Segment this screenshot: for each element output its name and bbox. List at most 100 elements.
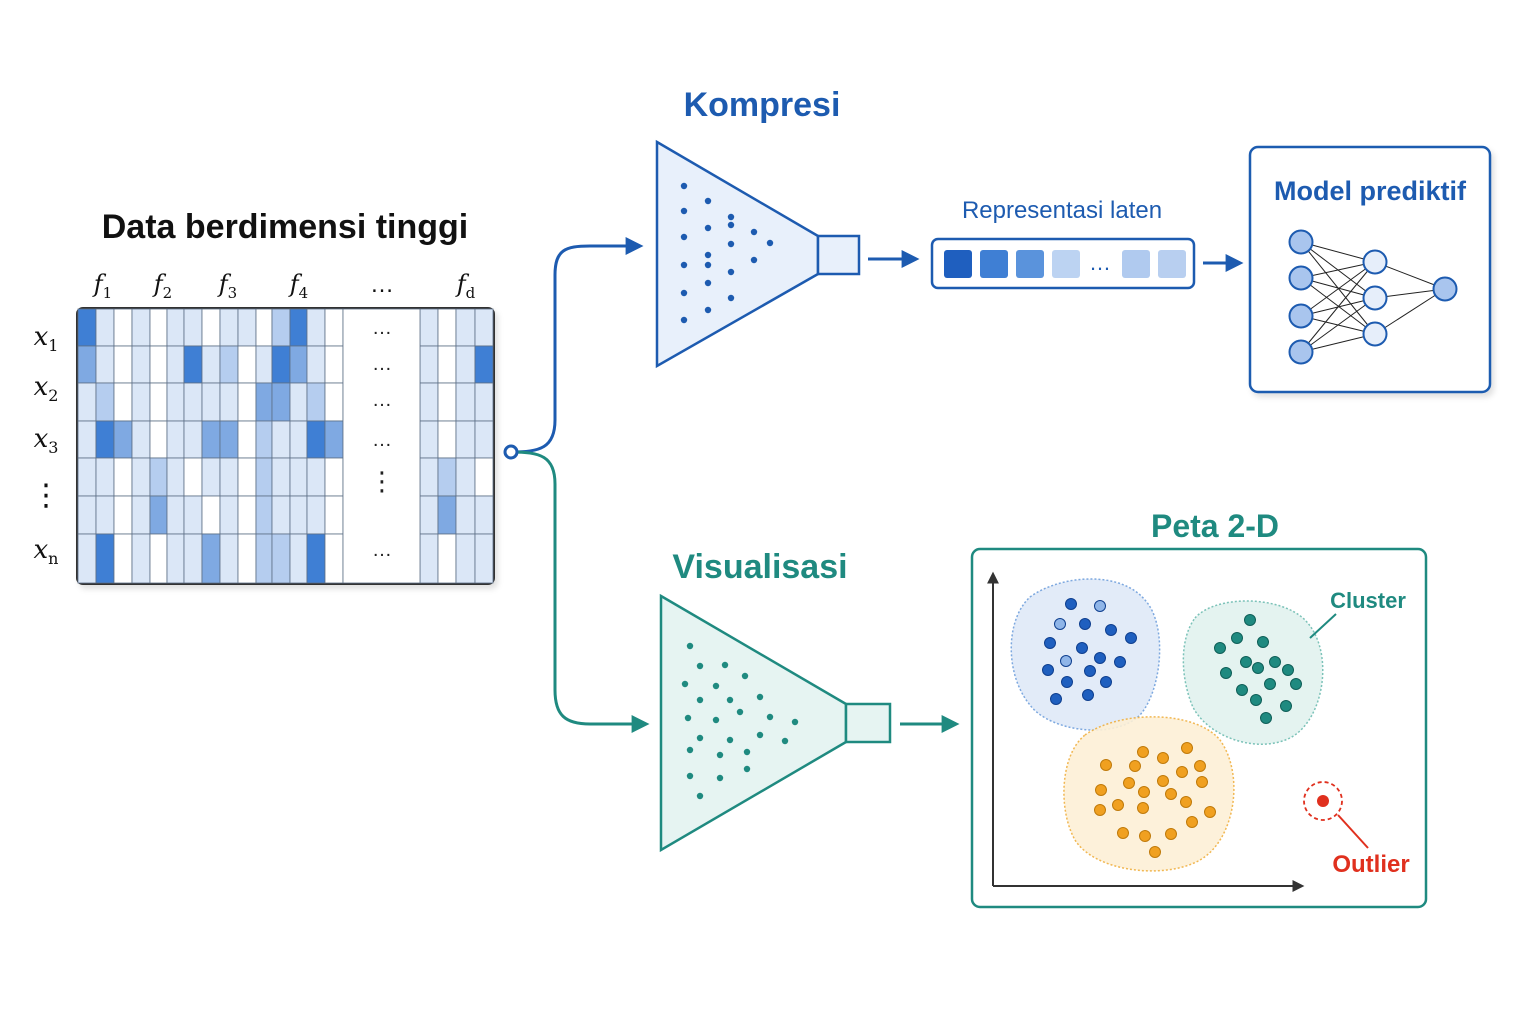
matrix-cell	[437, 382, 457, 422]
matrix-cell	[455, 308, 476, 347]
matrix-cell	[95, 308, 115, 347]
funnel-point	[680, 261, 688, 269]
nn-node	[1362, 321, 1388, 347]
cluster-point	[1084, 665, 1096, 677]
matrix-cell	[201, 345, 221, 384]
funnel-point	[791, 718, 799, 726]
matrix-cell	[324, 382, 344, 422]
map-title: Peta 2-D	[1151, 508, 1279, 544]
matrix-cell	[289, 495, 308, 535]
matrix-cell	[324, 420, 344, 459]
nn-edge	[1374, 261, 1446, 290]
matrix-cell	[183, 420, 203, 459]
matrix-cell	[474, 457, 494, 497]
matrix-cell	[237, 382, 257, 422]
funnel-point	[704, 279, 712, 287]
cluster-point	[1079, 618, 1091, 630]
cluster-point	[1269, 656, 1281, 668]
cluster-pointer	[1309, 613, 1337, 639]
compress-funnel-points	[680, 182, 774, 324]
row-label: x2	[34, 372, 59, 405]
nn-edge	[1300, 261, 1376, 279]
matrix-cell	[149, 533, 168, 584]
cluster-point	[1094, 600, 1106, 612]
row-label: x1	[34, 322, 59, 355]
matrix-cell	[131, 457, 151, 497]
matrix-cell	[271, 308, 291, 347]
cluster-point	[1100, 676, 1112, 688]
latent-cell	[1158, 250, 1186, 278]
cluster-point	[1125, 632, 1137, 644]
data-matrix-cells	[77, 308, 494, 584]
matrix-cell	[183, 495, 203, 535]
matrix-cell	[271, 345, 291, 384]
matrix-cell	[77, 308, 97, 347]
feature-label: f2	[152, 270, 172, 302]
matrix-cell	[289, 382, 308, 422]
matrix-cell	[271, 420, 291, 459]
nn-node	[1288, 303, 1314, 329]
cluster-point	[1252, 662, 1264, 674]
matrix-cell	[237, 308, 257, 347]
matrix-cell	[201, 533, 221, 584]
nn-edge	[1300, 277, 1376, 299]
funnel-point	[704, 306, 712, 314]
matrix-cell	[166, 495, 185, 535]
latent-cell	[1052, 250, 1080, 278]
matrix-cell	[219, 382, 239, 422]
matrix-cell	[306, 345, 326, 384]
latent-cell	[980, 250, 1008, 278]
matrix-ellipsis: …	[372, 429, 392, 451]
latent-cell	[944, 250, 972, 278]
compress-title: Kompresi	[684, 86, 841, 124]
matrix-cell	[255, 457, 273, 497]
cluster-point	[1149, 846, 1161, 858]
matrix-cell	[166, 420, 185, 459]
matrix-cell	[237, 495, 257, 535]
funnel-point	[750, 256, 758, 264]
cluster-point	[1042, 664, 1054, 676]
funnel-point	[680, 233, 688, 241]
matrix-cell	[271, 495, 291, 535]
funnel-point	[704, 224, 712, 232]
compress-funnel-neck	[816, 234, 861, 276]
latent-label: Representasi laten	[962, 197, 1162, 224]
matrix-cell	[474, 495, 494, 535]
latent-cells	[944, 250, 1186, 278]
matrix-cell	[113, 495, 133, 535]
matrix-cell	[149, 495, 168, 535]
matrix-cell	[219, 345, 239, 384]
data-matrix-title: Data berdimensi tinggi	[102, 208, 469, 246]
cluster-point	[1204, 806, 1216, 818]
matrix-cell	[437, 308, 457, 347]
funnel-point	[696, 734, 704, 742]
matrix-cell	[455, 457, 476, 497]
matrix-cell	[289, 345, 308, 384]
matrix-cell	[255, 420, 273, 459]
matrix-cell	[113, 382, 133, 422]
matrix-cell	[474, 420, 494, 459]
matrix-cell	[131, 308, 151, 347]
matrix-cell	[271, 457, 291, 497]
matrix-cell	[95, 457, 115, 497]
latent-ellipsis: …	[1089, 250, 1111, 275]
nn-node	[1362, 249, 1388, 275]
feature-label: f4	[288, 270, 308, 302]
matrix-cell	[437, 345, 457, 384]
matrix-cell	[455, 382, 476, 422]
cluster-point	[1194, 760, 1206, 772]
cluster-point	[1186, 816, 1198, 828]
neural-net-icon	[1288, 229, 1458, 365]
funnel-point	[781, 737, 789, 745]
funnel-point	[681, 680, 689, 688]
matrix-cell	[183, 457, 203, 497]
compress-funnel	[655, 139, 820, 369]
funnel-point	[704, 261, 712, 269]
cluster-point	[1220, 667, 1232, 679]
cluster-point	[1250, 694, 1262, 706]
nn-node	[1362, 285, 1388, 311]
funnel-point	[716, 751, 724, 759]
matrix-cell	[306, 533, 326, 584]
cluster-label: Cluster	[1330, 588, 1406, 613]
outlier-pointer	[1337, 814, 1369, 849]
